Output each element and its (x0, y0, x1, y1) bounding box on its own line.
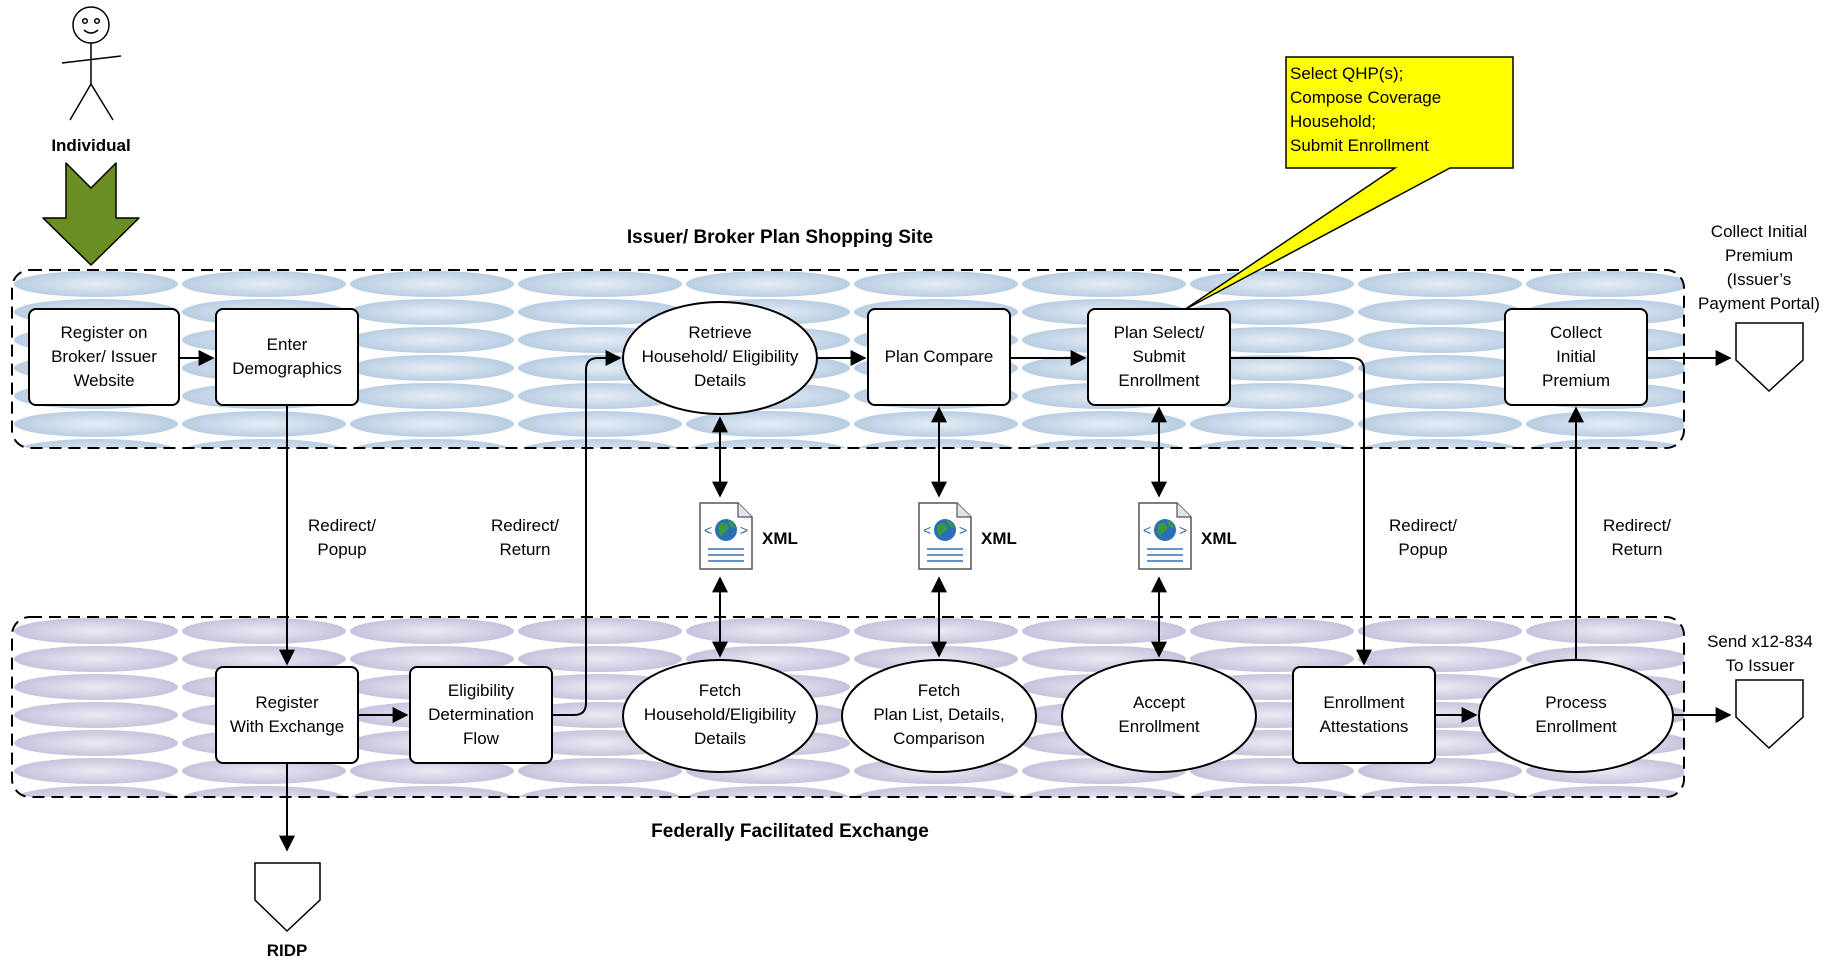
xml-label: XML (1201, 529, 1237, 548)
svg-text:<: < (704, 522, 712, 538)
svg-text:>: > (1179, 522, 1187, 538)
register-exchange-label: Register With Exchange (229, 693, 345, 736)
eligibility-flow-label: Eligibility Determination Flow (428, 681, 534, 748)
arrow-eligibility-to-retrieve (552, 350, 622, 716)
actor-label: Individual (51, 136, 131, 155)
xml-label: XML (981, 529, 1017, 548)
svg-text:<: < (1143, 522, 1151, 538)
enrollment-attestations-label: Enrollment Attestations (1319, 693, 1409, 736)
redirect-return-label-2: Redirect/ Return (1602, 516, 1672, 559)
xml-document-icon: < > (1138, 502, 1192, 570)
globe-icon (715, 519, 737, 541)
svg-text:>: > (740, 522, 748, 538)
down-arrow-icon (42, 162, 140, 266)
xml-document-icon: < > (918, 502, 972, 570)
stick-figure-icon (61, 6, 122, 121)
accept-enrollment-ellipse (1061, 659, 1257, 773)
ridp-label: RIDP (266, 941, 308, 960)
retrieve-household-label: Retrieve Household/ Eligibility Details (641, 323, 799, 390)
plan-select-label: Plan Select/ Submit Enrollment (1113, 323, 1205, 390)
fetch-plan-list-label: Fetch Plan List, Details, Comparison (873, 681, 1005, 748)
svg-text:>: > (959, 522, 967, 538)
plan-compare-label: Plan Compare (884, 347, 994, 366)
collect-premium-label: Collect Initial Premium (1541, 323, 1610, 390)
bottom-swimlane-title: Federally Facilitated Exchange (651, 821, 929, 842)
fetch-household-ellipse (622, 659, 818, 773)
offpage-connector-icon (254, 862, 321, 933)
top-swimlane-title: Issuer/ Broker Plan Shopping Site (626, 227, 934, 248)
globe-icon (934, 519, 956, 541)
fetch-plan-list-ellipse (841, 659, 1037, 773)
register-broker-label: Register on Broker/ Issuer Website (51, 323, 157, 390)
callout-text: Select QHP(s); Compose Coverage Househol… (1290, 64, 1442, 155)
accept-enrollment-label: Accept Enrollment (1118, 693, 1200, 736)
redirect-popup-label-2: Redirect/ Popup (1388, 516, 1458, 559)
redirect-return-label-1: Redirect/ Return (490, 516, 560, 559)
offpage-connector-icon (1735, 322, 1804, 393)
redirect-popup-label-1: Redirect/ Popup (307, 516, 377, 559)
process-enrollment-label: Process Enrollment (1535, 693, 1617, 736)
offpage-834-label: Send x12-834 To Issuer (1707, 632, 1813, 675)
xml-label: XML (762, 529, 798, 548)
callout-box (1183, 56, 1514, 311)
offpage-premium-portal-label: Collect Initial Premium (Issuer’s Paymen… (1698, 222, 1820, 313)
xml-document-icon: < > (699, 502, 753, 570)
arrow-select-to-attestations (1230, 357, 1372, 666)
enter-demographics-label: Enter Demographics (232, 335, 342, 378)
globe-icon (1154, 519, 1176, 541)
fetch-household-label: Fetch Household/Eligibility Details (643, 681, 797, 748)
offpage-connector-icon (1735, 679, 1804, 750)
svg-text:<: < (923, 522, 931, 538)
